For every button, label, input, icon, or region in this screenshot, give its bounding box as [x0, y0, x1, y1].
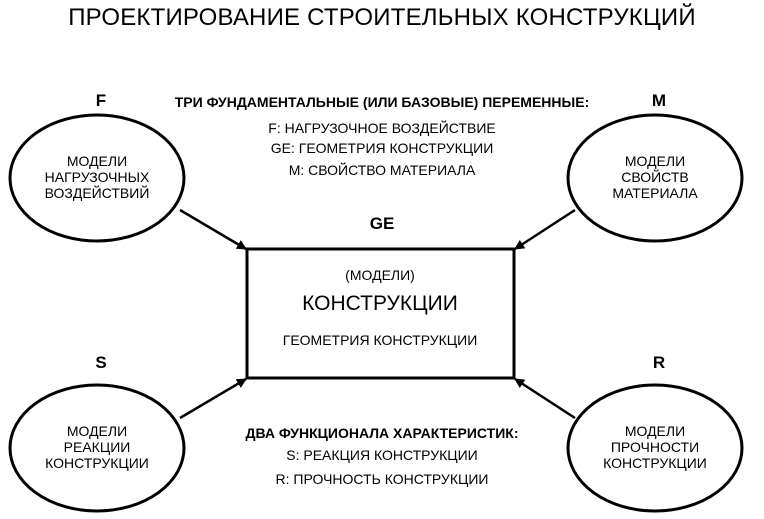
letter-r: R [652, 353, 666, 372]
node-m-line-1: МОДЕЛИ [624, 153, 686, 169]
functional-s-line: S: РЕАКЦИЯ КОНСТРУКЦИИ [286, 447, 478, 463]
node-r-line-2: ПРОЧНОСТИ [610, 439, 700, 455]
letter-s: S [95, 353, 107, 372]
variables-heading: ТРИ ФУНДАМЕНТАЛЬНЫЕ (ИЛИ БАЗОВЫЕ) ПЕРЕМЕ… [174, 94, 590, 110]
arrow-s [179, 377, 247, 420]
page-title: ПРОЕКТИРОВАНИЕ СТРОИТЕЛЬНЫХ КОНСТРУКЦИЙ [68, 4, 696, 31]
letter-ge: GE [369, 214, 395, 233]
node-r-text: МОДЕЛИ ПРОЧНОСТИ КОНСТРУКЦИИ [603, 423, 707, 471]
node-s-line-3: КОНСТРУКЦИИ [45, 455, 149, 471]
functional-r-line: R: ПРОЧНОСТЬ КОНСТРУКЦИИ [275, 471, 489, 487]
node-s-line-2: РЕАКЦИИ [63, 439, 131, 455]
node-s-text: МОДЕЛИ РЕАКЦИИ КОНСТРУКЦИИ [45, 423, 149, 471]
node-f-line-1: МОДЕЛИ [66, 153, 128, 169]
node-f-line-2: НАГРУЗОЧНЫХ [44, 169, 150, 185]
center-constructions-label: КОНСТРУКЦИИ [302, 292, 458, 315]
node-m-text: МОДЕЛИ СВОЙСТВ МАТЕРИАЛА [612, 153, 697, 201]
center-box [245, 247, 516, 380]
center-models-label: (МОДЕЛИ) [345, 267, 415, 283]
variable-ge-line: GE: ГЕОМЕТРИЯ КОНСТРУКЦИИ [270, 140, 494, 156]
node-f-text: МОДЕЛИ НАГРУЗОЧНЫХ ВОЗДЕЙСТВИЙ [45, 153, 150, 201]
node-s-line-1: МОДЕЛИ [66, 423, 128, 439]
node-f-line-3: ВОЗДЕЙСТВИЙ [44, 185, 150, 201]
node-r-line-1: МОДЕЛИ [624, 423, 686, 439]
node-r-line-3: КОНСТРУКЦИИ [603, 455, 707, 471]
letter-f: F [95, 91, 107, 110]
arrow-f [179, 208, 247, 251]
arrow-r [514, 377, 576, 420]
node-m-line-3: МАТЕРИАЛА [612, 185, 698, 201]
node-m-line-2: СВОЙСТВ [621, 169, 689, 185]
letter-m: M [651, 91, 667, 110]
variable-f-line: F: НАГРУЗОЧНОЕ ВОЗДЕЙСТВИЕ [268, 120, 496, 136]
ellipse-f [8, 113, 186, 243]
center-geometry-label: ГЕОМЕТРИЯ КОНСТРУКЦИИ [282, 332, 478, 348]
functionals-heading: ДВА ФУНКЦИОНАЛА ХАРАКТЕРИСТИК: [245, 425, 519, 441]
ellipse-s [8, 383, 186, 513]
variable-m-line: M: СВОЙСТВО МАТЕРИАЛА [288, 162, 476, 178]
arrow-m [514, 208, 576, 251]
ellipse-m [566, 113, 744, 243]
ellipse-r [566, 383, 744, 513]
